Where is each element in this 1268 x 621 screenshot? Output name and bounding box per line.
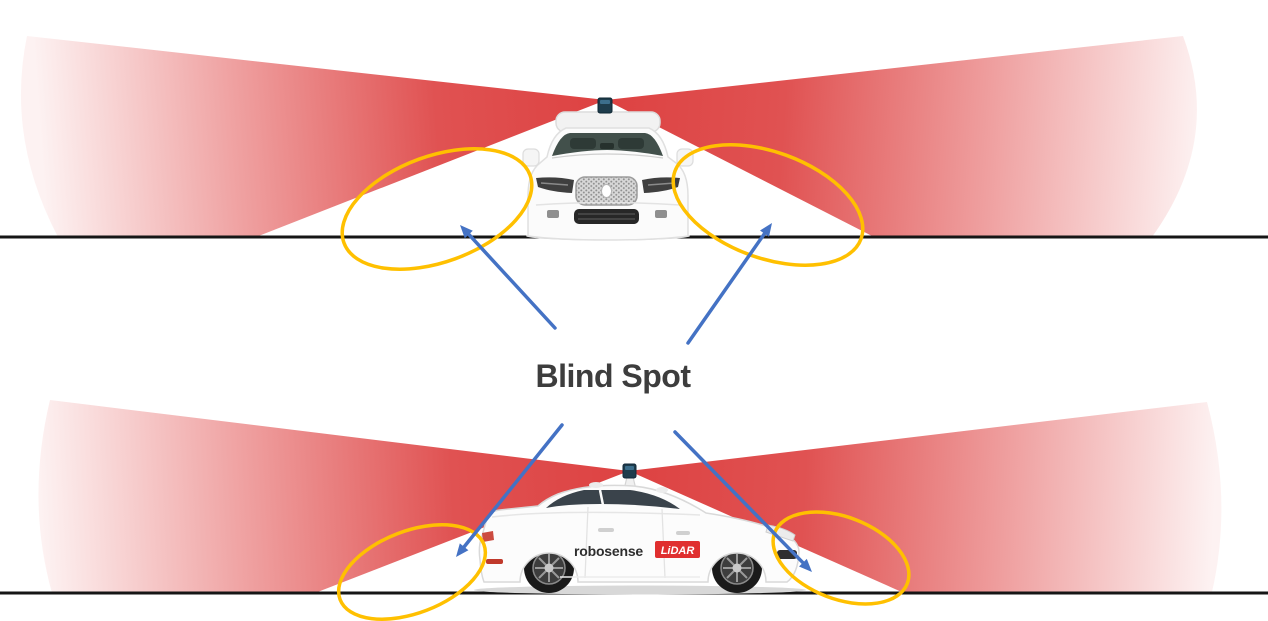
arrow-line-bottom-right [673,430,805,565]
side-mirror-left [522,148,540,167]
bumper-line [535,201,681,206]
door-handle-rear [598,528,614,532]
front-view-beam-right [606,36,1197,237]
blind-spot-arrow-lines [462,231,805,565]
arrowhead-top-left [460,225,473,239]
grille-emblem [601,184,612,198]
fog-light-left [547,210,559,218]
headlight-left [536,177,574,193]
roof-pod-rear [589,482,603,488]
side-view-beam-left [38,400,630,593]
rearview-mirror [600,143,614,149]
blind-spot-arrow-heads [456,223,812,572]
arrow-line-bottom-left [462,423,564,549]
side-view-car-illustration: robosense LiDAR [474,463,806,595]
rear-reflector [486,559,503,564]
arrow-line-top-right [686,231,767,345]
seat-right [618,138,644,149]
front-view-beam-left [20,36,606,237]
taillight [482,531,494,542]
bumper-intake [574,209,639,224]
blind-spot-ellipse-front-left [340,147,534,271]
side-view-beam-right [629,402,1222,593]
door-seam-rear [584,506,589,579]
arrowhead-top-right [760,223,772,237]
lidar-badge-label: LiDAR [661,545,695,557]
lidar-sensor-front-view [597,97,613,114]
seat-left [570,138,596,149]
lidar-beams [20,36,1222,593]
door-handle-front [676,531,690,535]
arrow-line-top-left [467,232,557,330]
car-shadow [474,585,806,595]
arrowhead-bottom-right [799,558,812,572]
headlight-right-streak [647,182,676,186]
shoulder-crease [491,511,701,518]
side-windows [546,490,680,509]
b-pillar [598,489,605,506]
fog-light-right [655,210,667,218]
roof-pod-front [656,487,668,493]
headlight-left-streak [540,182,569,186]
cowl-line [551,153,664,159]
robosense-logo: robosense LiDAR [574,541,700,559]
headlight-right [642,177,680,193]
lidar-badge [655,541,700,558]
arrowhead-bottom-left [456,543,469,557]
front-view-car-illustration [522,97,694,241]
blind-spot-ellipse-side-left [336,523,488,621]
diagram-caption: Blind Spot [535,358,691,394]
intake-slats [578,213,635,220]
robosense-wordmark: robosense [574,543,643,559]
